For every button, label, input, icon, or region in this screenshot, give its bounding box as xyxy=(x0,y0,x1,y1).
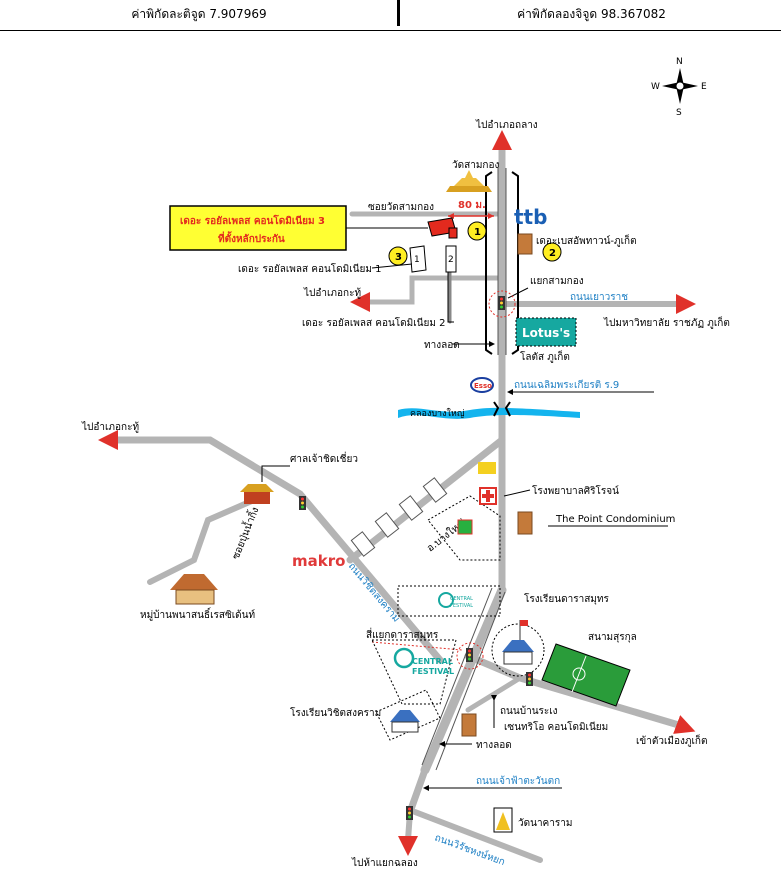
traffic-light-icon xyxy=(498,296,505,310)
traffic-light-icon xyxy=(299,496,306,510)
wat-nakaram-label: วัดนาคาราม xyxy=(518,818,572,829)
stadium-label: สนามสุรกุล xyxy=(588,632,637,643)
ban-rangeng-road-label: ถนนบ้านระเง xyxy=(500,705,558,717)
green-logo-icon xyxy=(457,519,473,535)
chalermprakiat-road-label: ถนนเฉลิมพระเกียรติ ร.9 xyxy=(514,379,619,391)
wichit-school-icon xyxy=(390,710,420,733)
lotus-phuket-label: โลตัส ภูเก็ต xyxy=(520,349,570,363)
centrio-condo-label: เซนทริโอ คอนโดมิเนียม xyxy=(504,720,608,733)
svg-text:CENTRAL: CENTRAL xyxy=(450,596,473,602)
longitude-label: ค่าพิกัดลองจิจูด 98.367082 xyxy=(517,7,666,21)
samkong-junction-label: แยกสามกอง xyxy=(530,276,584,287)
marker-1 xyxy=(467,221,487,241)
shrine-icon xyxy=(240,484,274,504)
traffic-light-icon xyxy=(526,672,533,686)
dara-samut-school-label: โรงเรียนดาราสมุทร xyxy=(524,592,609,605)
road-network xyxy=(106,138,686,863)
main-road-south xyxy=(420,585,507,775)
wichit-songkhram-road-label: ถนนวิชิตสงคราม xyxy=(346,561,402,625)
svg-text:1: 1 xyxy=(414,255,420,265)
ttb-logo: ttb xyxy=(514,205,547,229)
lotus-logo-box xyxy=(515,317,577,347)
traffic-light-icon xyxy=(466,648,473,662)
svg-text:CENTRAL: CENTRAL xyxy=(412,657,453,666)
compass-w: W xyxy=(651,82,660,92)
royal-place-2-label: เดอะ รอยัลเพลส คอนโดมิเนียม 2 xyxy=(302,316,446,329)
siriroj-hospital-label: โรงพยาบาลศิริโรจน์ xyxy=(532,484,619,497)
point-condo-label: The Point Condominium xyxy=(555,514,675,525)
samkong-traffic-light-circle xyxy=(488,290,516,318)
project-box: เดอะ รอยัลเพลส คอนโดมิเนียม 3 ที่ตั้งหลั… xyxy=(169,205,428,251)
royal-place-2-building xyxy=(445,245,457,273)
khlong-bang-yai-water xyxy=(398,407,580,419)
baan-phanasan-label: หมู่บ้านพนาสนธิ์เรสซิเด้นท์ xyxy=(140,607,255,621)
coordinates-header: ค่าพิกัดละติจูด 7.907969 ค่าพิกัดลองจิจู… xyxy=(0,0,781,31)
central-festival-logo-upper: CENTRAL FESTIVAL xyxy=(438,592,473,609)
soi-wat-samkong-label: ซอยวัดสามกอง xyxy=(368,202,434,213)
wat-samkong-label: วัดสามกอง xyxy=(452,160,499,171)
esso-icon xyxy=(470,377,494,393)
bang-yai-buildings xyxy=(350,477,448,557)
central-festival-logo: CENTRAL FESTIVAL xyxy=(393,647,454,676)
lotus-logo: Lotus's xyxy=(522,326,570,340)
to-thalang-label: ไปอำเภอถลาง xyxy=(475,119,538,131)
chao-fa-road-label: ถนนเจ้าฟ้าตะวันตก xyxy=(476,775,560,787)
compass-n: N xyxy=(676,57,683,67)
soi-pun-nam-label: ซอยปุ่นน้ำกิ้ง xyxy=(228,505,262,562)
base-tower-icon xyxy=(517,233,533,255)
to-kathu-west-label: ไปอำเภอกะทู้ xyxy=(81,421,139,433)
hospital-icon xyxy=(479,487,497,505)
temple-icon xyxy=(493,807,513,833)
svg-text:Esso: Esso xyxy=(474,382,492,390)
sam-yaek-junction-label: สี่แยกดาราสมุทร xyxy=(366,627,439,641)
project-box-line1: เดอะ รอยัลเพลส คอนโดมิเนียม 3 xyxy=(180,214,325,227)
school-icon xyxy=(502,620,534,665)
to-kathu-label: ไปอำเภอกะทู้ xyxy=(303,287,361,299)
kathu-west-road xyxy=(106,436,444,664)
traffic-light-icon xyxy=(406,806,413,820)
distance-label: 80 ม. xyxy=(458,200,486,211)
wichit-school-label: โรงเรียนวิชิตสงคราม xyxy=(290,706,381,719)
yaowarat-road-label: ถนนเยาวราช xyxy=(570,292,628,303)
shrine-label: ศาลเจ้าชิดเชี่ยว xyxy=(290,451,358,465)
svg-text:3: 3 xyxy=(395,252,402,263)
svg-text:1: 1 xyxy=(474,227,481,238)
royal-place-1-label: เดอะ รอยัลเพลส คอนโดมิเนียม 1 xyxy=(238,262,382,275)
wirat-road-label: ถนนวิรัชหงษ์หยก xyxy=(433,832,507,869)
marker-2 xyxy=(542,242,562,262)
svg-text:2: 2 xyxy=(549,248,556,259)
header-divider xyxy=(397,0,400,26)
expressway-2-label: ทางลอด xyxy=(476,740,512,751)
base-tower-label: เดอะเบสอัพทาวน์-ภูเก็ต xyxy=(536,233,637,247)
compass-rose: N S E W xyxy=(651,57,707,118)
direction-arrows xyxy=(98,130,696,856)
wat-samkong-icon xyxy=(446,170,492,192)
chao-fa-road xyxy=(412,809,543,863)
to-rajabhat-label: ไปมหาวิทยาลัย ราชภัฏ ภูเก็ต xyxy=(603,315,730,329)
expressway-label: ทางลอด xyxy=(424,340,460,351)
compass-s: S xyxy=(676,108,682,118)
shop-icon xyxy=(478,462,496,474)
distance-marker: 80 ม. xyxy=(448,200,494,219)
kathu-road xyxy=(359,275,505,305)
to-chalong-label: ไปห้าแยกฉลอง xyxy=(351,857,418,869)
svg-text:FESTIVAL: FESTIVAL xyxy=(412,667,454,676)
bang-yai-road xyxy=(346,436,506,564)
to-phuket-town-label: เข้าตัวเมืองภูเก็ต xyxy=(636,733,707,747)
svg-text:2: 2 xyxy=(448,255,454,265)
stadium-icon xyxy=(541,643,631,707)
village-house-icon xyxy=(170,574,218,605)
latitude-label: ค่าพิกัดละติจูด 7.907969 xyxy=(131,7,267,21)
svg-text:FESTIVAL: FESTIVAL xyxy=(450,603,473,609)
centrio-condo-icon xyxy=(461,713,477,737)
point-condo-icon xyxy=(517,511,533,535)
khlong-bang-yai-label: คลองบางใหญ่ xyxy=(410,408,465,419)
compass-e: E xyxy=(701,82,707,92)
junction-traffic-light-circle xyxy=(456,642,484,670)
makro-logo: makro xyxy=(292,552,345,570)
project-box-line2: ที่ตั้งหลักประกัน xyxy=(218,231,285,245)
